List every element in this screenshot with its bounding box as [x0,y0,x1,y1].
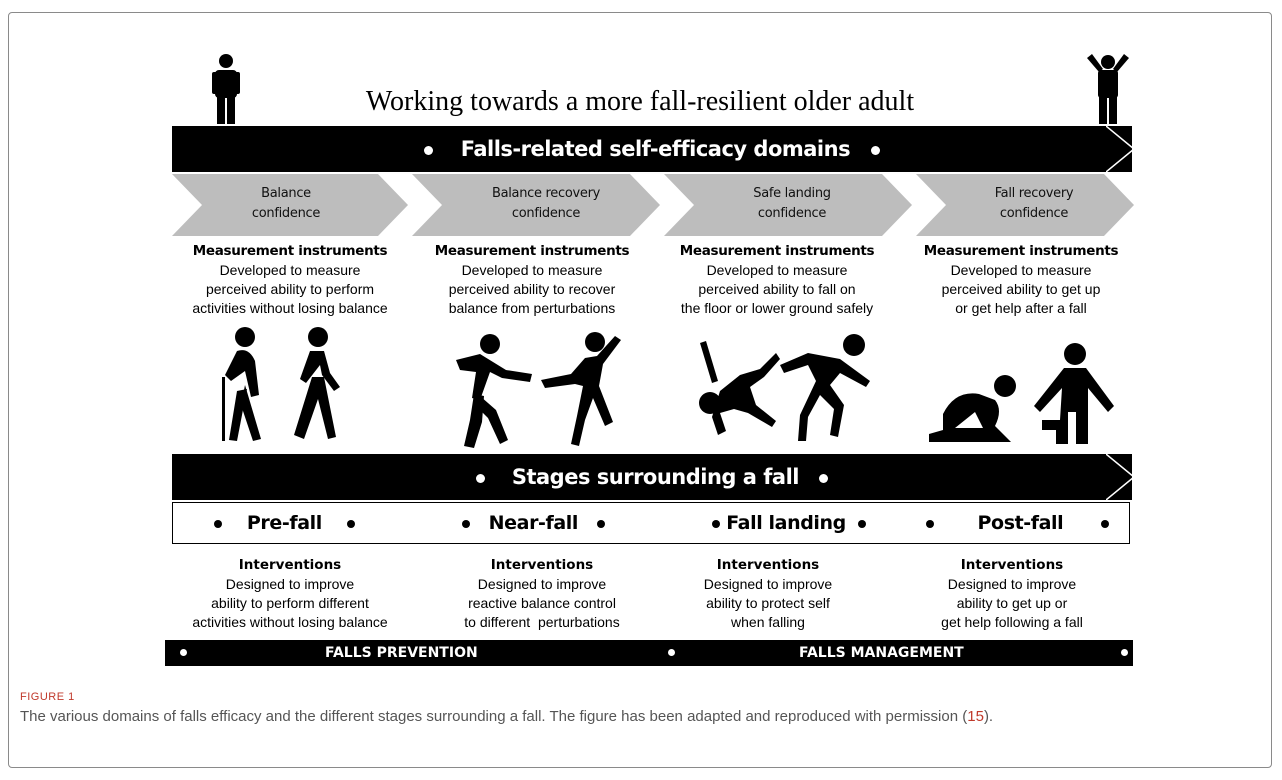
figure-label: FIGURE 1 [20,691,75,703]
falls-prevention-label: FALLS PREVENTION [325,645,478,661]
stage-fall-landing: Fall landing [712,502,867,544]
intervention-post-fall: Interventions Designed to improve abilit… [941,557,1083,630]
bullet-dot [475,473,485,483]
walking-person-icon [294,327,340,439]
bullet-dot [819,473,829,483]
domains-band: Falls-related self-efficacy domains [172,126,1134,172]
reference-link[interactable]: 15 [967,708,984,725]
standing-person-icon [212,54,240,124]
stages-band: Stages surrounding a fall [172,454,1134,500]
measurement-fall-landing: Measurement instruments Developed to mea… [679,243,875,316]
measurement-pre-fall: Measurement instruments Developed to mea… [192,243,388,316]
elderly-with-cane-icon [222,327,261,441]
standing-up-icon [1034,343,1114,444]
stage-near-fall: Near-fall [462,502,605,544]
measurement-post-fall: Measurement instruments Developed to mea… [923,243,1119,316]
figure-caption: The various domains of falls efficacy an… [20,708,994,725]
bullet-dot [424,145,434,155]
stages-row [172,502,1130,544]
domains-band-label: Falls-related self-efficacy domains [460,137,851,161]
stage-post-fall: Post-fall [926,502,1109,544]
bullet-dot [870,145,880,155]
falls-management-label: FALLS MANAGEMENT [799,645,964,661]
intervention-near-fall: Interventions Designed to improve reacti… [464,557,620,630]
stumbling-person-icon [456,334,532,448]
diagram-title: Working towards a more fall-resilient ol… [365,86,915,117]
recovering-balance-icon [541,332,621,446]
stage-pre-fall: Pre-fall [214,502,355,544]
arms-raised-person-icon [1087,54,1129,124]
figure-frame [8,12,1272,768]
falling-backward-icon [699,341,780,435]
stages-band-label: Stages surrounding a fall [511,465,800,489]
falling-forward-icon [780,334,870,441]
measurement-near-fall: Measurement instruments Developed to mea… [434,243,630,316]
intervention-pre-fall: Interventions Designed to improve abilit… [192,557,388,630]
sitting-after-fall-icon [929,375,1016,442]
prevention-management-bar: FALLS PREVENTION FALLS MANAGEMENT [165,640,1133,666]
intervention-fall-landing: Interventions Designed to improve abilit… [703,557,833,630]
domain-chevrons [172,174,1134,236]
